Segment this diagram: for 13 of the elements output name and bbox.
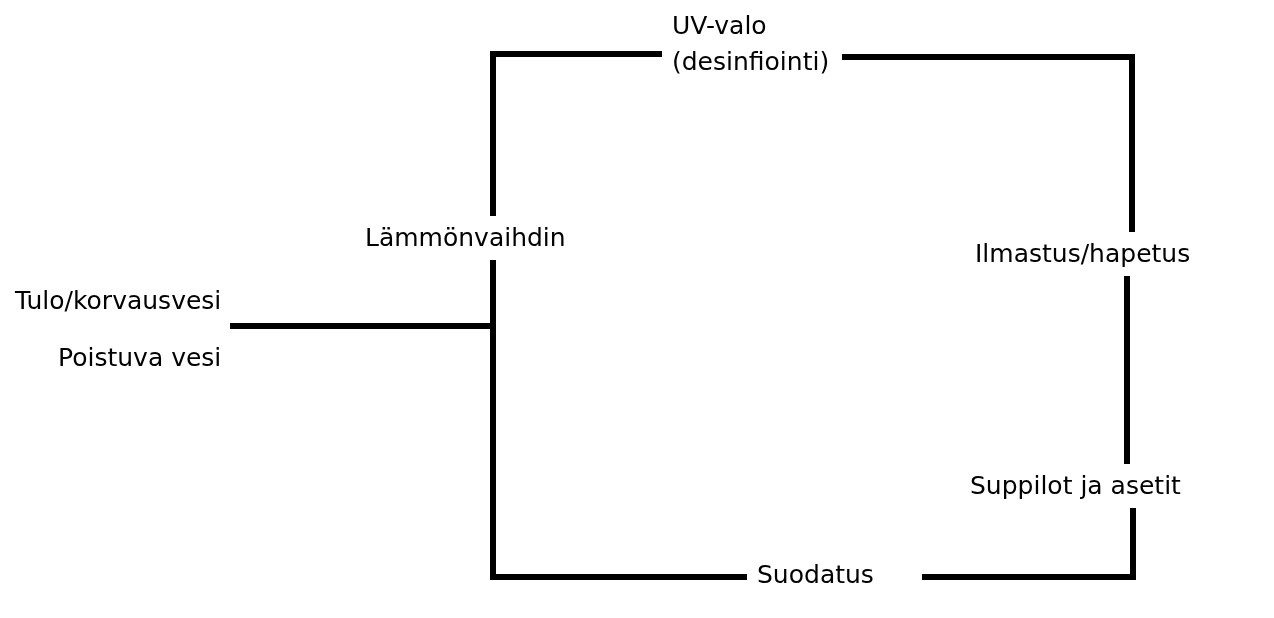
connector-line (922, 508, 1136, 580)
step-label: Suppilot ja asetit (970, 470, 1182, 502)
connector-line (1124, 276, 1130, 464)
step-label: Ilmastus/hapetus (975, 238, 1192, 270)
connector-line (842, 54, 1135, 232)
step-label: Suodatus (757, 559, 875, 591)
step-label: Lämmönvaihdin (365, 222, 567, 254)
step-label: Poistuva vesi (58, 342, 223, 374)
connector-line (273, 323, 493, 329)
step-label: UV-valo (desinfiointi) (672, 10, 831, 78)
connector-line (490, 51, 662, 216)
connector-line (490, 260, 747, 580)
step-label: Tulo/korvausvesi (15, 285, 223, 317)
